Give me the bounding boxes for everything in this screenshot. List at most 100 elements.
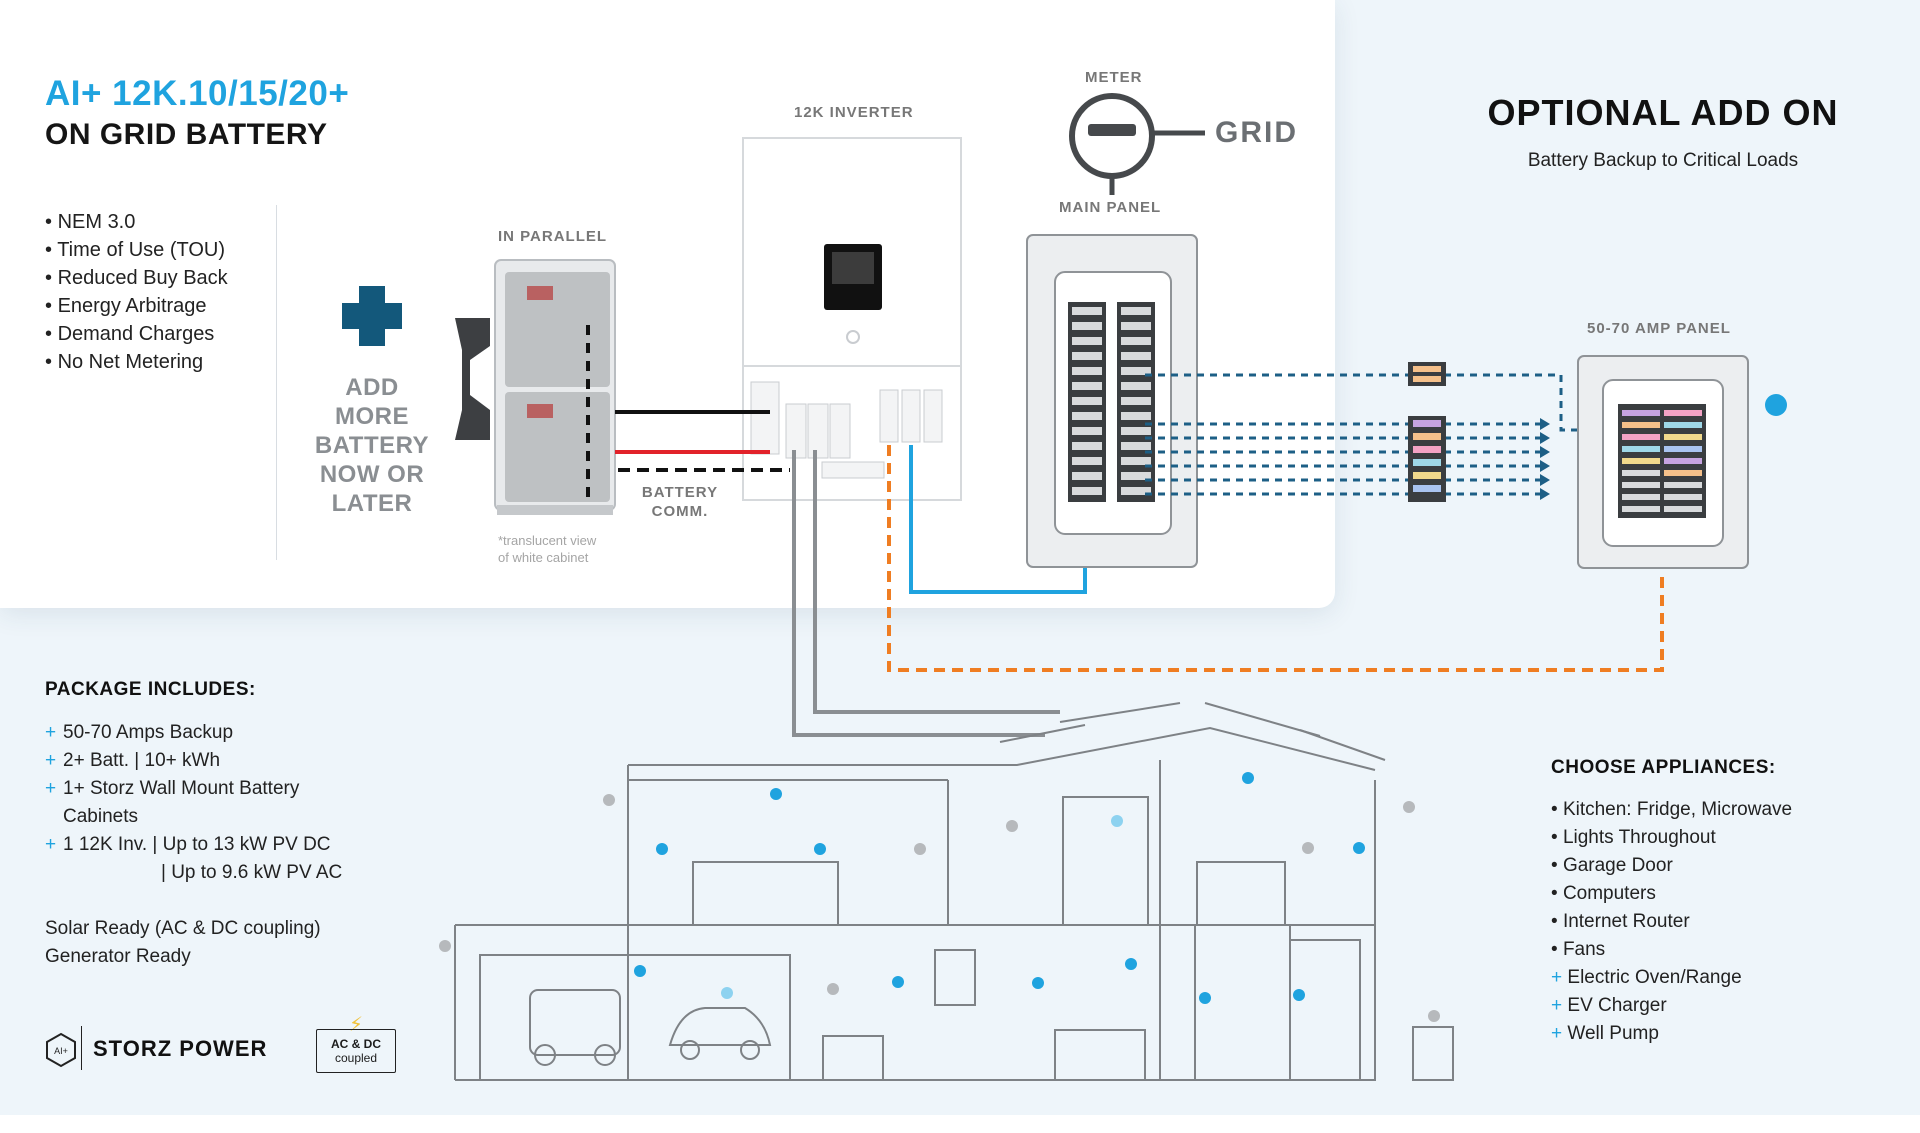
amp-panel-graphic	[1577, 355, 1787, 569]
grid-label: GRID	[1215, 116, 1298, 149]
breaker	[1072, 382, 1102, 390]
breaker	[1664, 458, 1702, 464]
product-subtitle: ON GRID BATTERY	[45, 118, 328, 151]
breaker	[1072, 427, 1102, 435]
package-item: | Up to 9.6 kW PV AC	[161, 862, 343, 883]
package-item: +1+ Storz Wall Mount Battery	[45, 778, 300, 799]
breaker	[1121, 487, 1151, 495]
breaker	[1072, 367, 1102, 375]
breaker	[1664, 410, 1702, 416]
svg-text:AI+: AI+	[54, 1046, 68, 1056]
plus-icon-bar	[342, 303, 402, 329]
package-item: +1 12K Inv. | Up to 13 kW PV DC	[45, 834, 331, 855]
divider	[276, 205, 277, 560]
breaker	[1622, 494, 1660, 500]
breaker	[1121, 337, 1151, 345]
breaker	[1072, 457, 1102, 465]
package-item: +50-70 Amps Backup	[45, 722, 234, 743]
appliance-item: + EV Charger	[1551, 995, 1667, 1016]
optional-subtitle: Battery Backup to Critical Loads	[1527, 150, 1799, 171]
breaker	[1072, 397, 1102, 405]
breaker	[1622, 410, 1660, 416]
breaker	[1664, 446, 1702, 452]
breaker	[1664, 506, 1702, 512]
brand-name: STORZ POWER	[93, 1036, 268, 1061]
feature-item: NEM 3.0	[45, 208, 228, 236]
breaker	[1072, 412, 1102, 420]
breaker	[1622, 482, 1660, 488]
appliance-item: + Electric Oven/Range	[1551, 967, 1742, 988]
appliance-item: • Fans	[1551, 939, 1606, 960]
breaker	[1121, 397, 1151, 405]
breaker	[1121, 472, 1151, 480]
breaker	[1413, 446, 1441, 453]
appliance-item: • Internet Router	[1551, 911, 1690, 932]
inverter-label: 12K INVERTER	[794, 104, 914, 121]
breaker	[1072, 352, 1102, 360]
breaker	[1622, 458, 1660, 464]
breaker	[1622, 422, 1660, 428]
brand-hex-icon: AI+	[45, 1032, 77, 1073]
breaker	[1121, 442, 1151, 450]
optional-title: OPTIONAL ADD ON	[1487, 92, 1839, 133]
house-illustration	[454, 702, 1454, 1081]
appliance-item: • Computers	[1551, 883, 1656, 904]
breaker	[1072, 337, 1102, 345]
breaker	[1413, 485, 1441, 492]
critical-load-lines	[1145, 373, 1600, 496]
brand-divider	[81, 1026, 82, 1070]
appliance-item: • Kitchen: Fridge, Microwave	[1551, 799, 1793, 820]
breaker	[1664, 494, 1702, 500]
breaker	[1413, 472, 1441, 479]
feature-item: Energy Arbitrage	[45, 292, 228, 320]
feature-item: Time of Use (TOU)	[45, 236, 228, 264]
appliance-dots	[439, 772, 1440, 1022]
package-item: +2+ Batt. | 10+ kWh	[45, 750, 221, 771]
meter-label: METER	[1085, 69, 1143, 86]
package-list: +50-70 Amps Backup +2+ Batt. | 10+ kWh +…	[45, 719, 342, 887]
breaker	[1121, 427, 1151, 435]
breaker	[1413, 459, 1441, 466]
breaker	[1121, 457, 1151, 465]
breaker	[1121, 352, 1151, 360]
ready-notes: Solar Ready (AC & DC coupling) Generator…	[45, 918, 321, 967]
breaker	[1664, 482, 1702, 488]
transfer-breakers	[1408, 362, 1446, 502]
feature-list: NEM 3.0 Time of Use (TOU) Reduced Buy Ba…	[45, 208, 228, 376]
breaker	[1121, 322, 1151, 330]
product-title: AI+ 12K.10/15/20+	[45, 74, 350, 113]
appliances-heading: CHOOSE APPLIANCES:	[1551, 757, 1776, 778]
breaker	[1072, 307, 1102, 315]
package-heading: PACKAGE INCLUDES:	[45, 679, 256, 700]
breaker	[1072, 487, 1102, 495]
house-vehicles	[529, 989, 772, 1066]
breaker	[1664, 434, 1702, 440]
breaker	[1664, 470, 1702, 476]
breaker	[1413, 433, 1441, 440]
bottom-strip	[0, 1115, 1920, 1133]
meter-graphic	[1069, 93, 1205, 195]
inverter-unit	[742, 137, 962, 501]
breaker	[1121, 382, 1151, 390]
battery-comm-label: BATTERY COMM.	[641, 484, 719, 520]
appliance-item: • Garage Door	[1551, 855, 1673, 876]
battery-cabinet	[455, 259, 616, 515]
translucent-note: *translucent view of white cabinet	[498, 533, 597, 565]
feature-item: Reduced Buy Back	[45, 264, 228, 292]
main-panel-graphic	[1026, 234, 1198, 568]
breaker	[1072, 442, 1102, 450]
breaker	[1121, 412, 1151, 420]
breaker	[1664, 422, 1702, 428]
appliance-list: • Kitchen: Fridge, Microwave • Lights Th…	[1551, 796, 1792, 1048]
feature-item: Demand Charges	[45, 320, 228, 348]
breaker	[1072, 322, 1102, 330]
ac-dc-badge: AC & DC coupled	[316, 1029, 396, 1073]
breaker	[1622, 446, 1660, 452]
amp-panel-label: 50-70 AMP PANEL	[1587, 320, 1731, 337]
breaker	[1072, 472, 1102, 480]
feature-item: No Net Metering	[45, 348, 228, 376]
breaker	[1121, 307, 1151, 315]
appliance-item: + Well Pump	[1551, 1023, 1659, 1044]
breaker	[1121, 367, 1151, 375]
